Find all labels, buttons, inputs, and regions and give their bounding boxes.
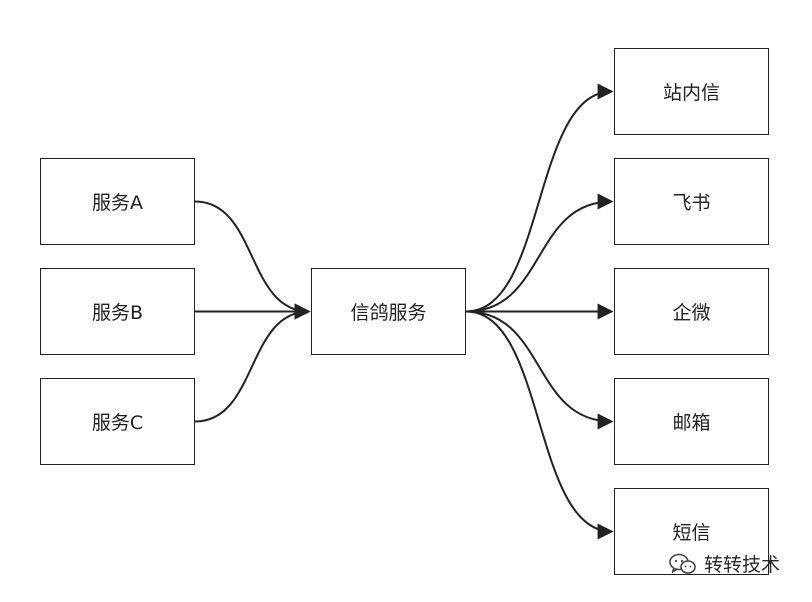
watermark-text: 转转技术 [704, 554, 781, 576]
node-target-inbox: 站内信 [614, 48, 769, 135]
watermark: 转转技术 [668, 550, 780, 577]
node-target-feishu: 飞书 [614, 158, 769, 245]
edge-hub-to-sms [465, 310, 614, 540]
node-target-wecom: 企微 [614, 268, 769, 355]
edge-hub-to-feishu [465, 193, 614, 313]
edge-svcC-to-hub [194, 303, 311, 423]
node-target-email: 邮箱 [614, 378, 769, 465]
wechat-icon [669, 553, 696, 574]
edge-svcA-to-hub [194, 200, 311, 320]
edge-hub-to-inbox [465, 83, 614, 313]
node-service-c: 服务C [40, 378, 195, 465]
node-service-a: 服务A [40, 158, 195, 245]
node-service-b: 服务B [40, 268, 195, 355]
edge-hub-to-email [465, 310, 614, 430]
node-hub: 信鸽服务 [311, 268, 466, 355]
